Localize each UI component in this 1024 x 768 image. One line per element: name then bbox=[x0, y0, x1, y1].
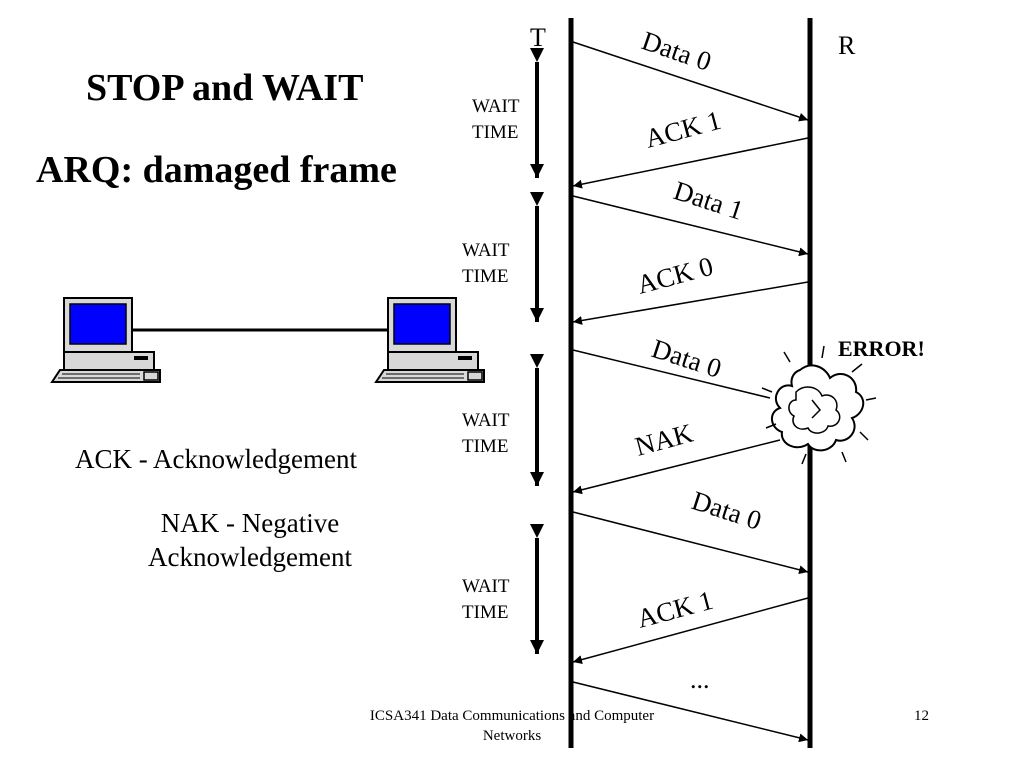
message-arrow-ack0 bbox=[572, 281, 809, 325]
ellipsis: ... bbox=[690, 665, 710, 694]
message-arrow-data0-retransmit bbox=[572, 511, 809, 575]
message-label: Data 1 bbox=[670, 175, 747, 226]
message-label: Data 0 bbox=[648, 333, 725, 384]
message-arrow-ack1-second bbox=[572, 597, 809, 664]
message-arrow-data0-lost bbox=[572, 349, 771, 399]
message-label: Data 0 bbox=[638, 25, 715, 77]
message-label: Data 0 bbox=[688, 485, 765, 536]
message-label: ACK 1 bbox=[642, 105, 724, 154]
legend-ack: ACK - Acknowledgement bbox=[75, 444, 357, 474]
message-label: ACK 0 bbox=[634, 251, 716, 300]
receiver-computer-icon bbox=[374, 297, 485, 383]
transmitter-label: T bbox=[530, 23, 546, 52]
message-arrow-ack1 bbox=[572, 137, 809, 189]
receiver-label: R bbox=[838, 31, 856, 60]
slide-title-line2: ARQ: damaged frame bbox=[36, 149, 397, 191]
error-burst-icon bbox=[761, 345, 877, 465]
legend-nak: NAK - Negative Acknowledgement bbox=[148, 508, 352, 572]
footer-page-number: 12 bbox=[914, 708, 929, 724]
footer-course-title: ICSA341 Data Communications and Computer… bbox=[369, 708, 655, 744]
slide-title-line1: STOP and WAIT bbox=[86, 67, 364, 109]
message-arrow-data1 bbox=[572, 195, 809, 257]
message-arrow-nak bbox=[572, 439, 781, 495]
message-label: NAK bbox=[632, 418, 697, 462]
message-arrow-data0 bbox=[572, 41, 809, 122]
error-label: ERROR! bbox=[838, 336, 925, 361]
message-arrow-next bbox=[572, 681, 809, 743]
transmitter-computer-icon bbox=[50, 297, 161, 383]
